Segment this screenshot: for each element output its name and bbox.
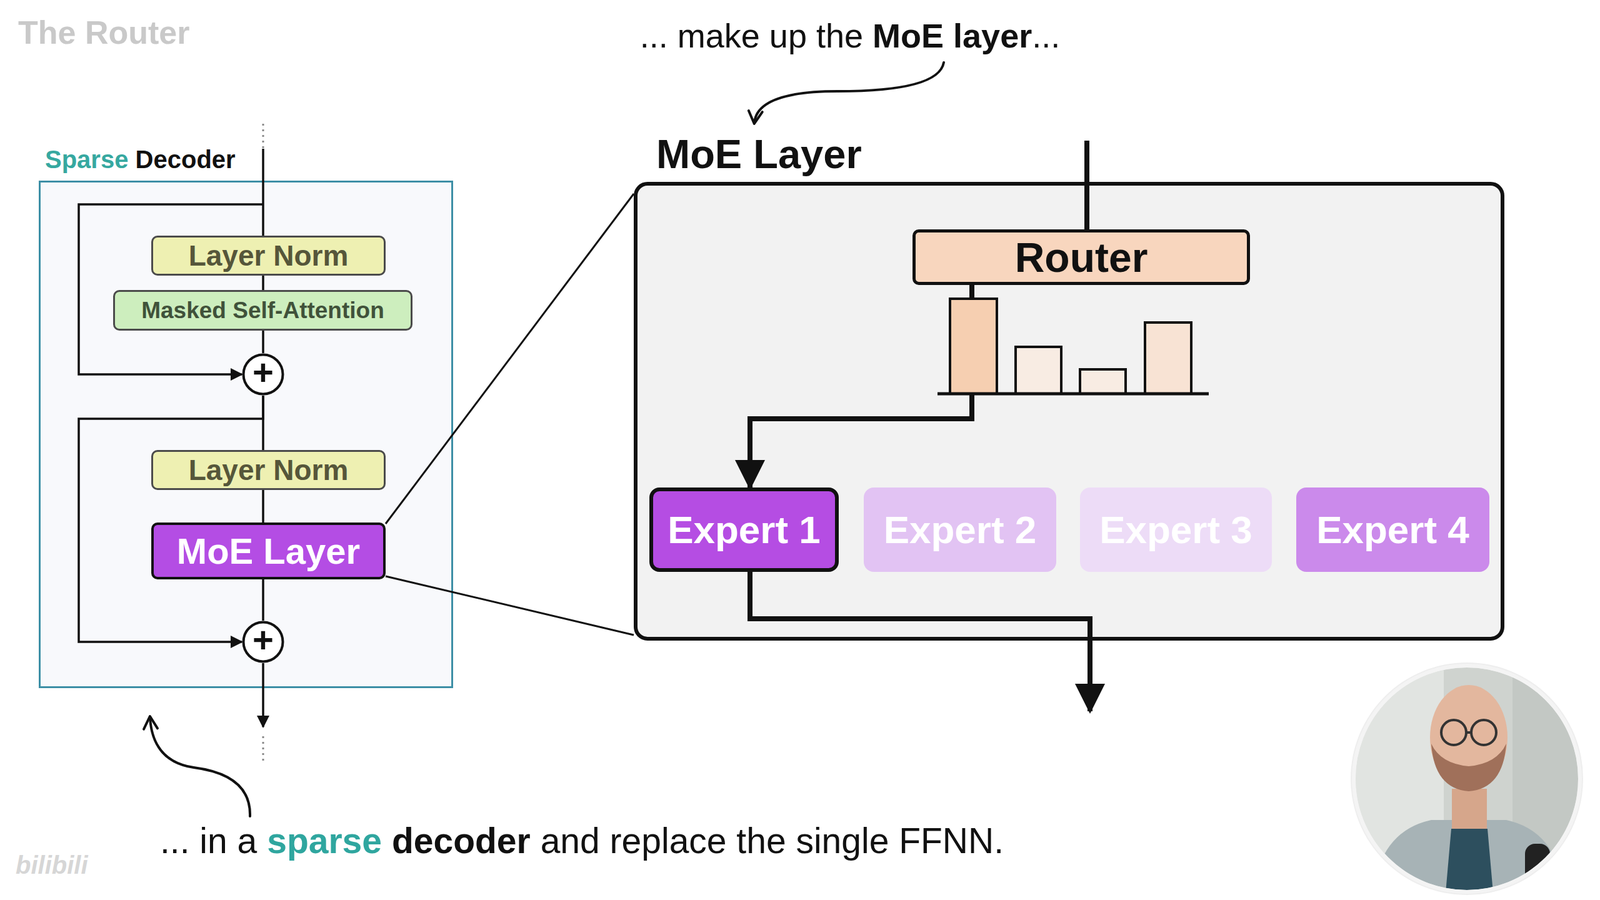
node-text: Expert 3	[1099, 507, 1253, 552]
heading-text: MoE Layer	[656, 130, 862, 178]
slide-title: The Router	[18, 13, 190, 52]
callout-arrow	[754, 62, 944, 123]
expert-box: Expert 2	[863, 487, 1057, 572]
dotted-output	[262, 736, 265, 762]
circle-shape	[243, 355, 284, 395]
add-circle: +	[241, 353, 285, 396]
watermark: bilibili	[15, 851, 89, 880]
text-row: bilibili	[15, 851, 89, 880]
circle-shape	[243, 622, 284, 662]
annotation-text: ... in a	[160, 820, 257, 862]
moe-layer-panel: MoE LayerRouterExpert 1Expert 2Expert 3E…	[633, 181, 1505, 641]
node-text: MoE Layer	[176, 530, 360, 572]
node-text: Layer Norm	[188, 453, 349, 487]
node-text: Expert 2	[883, 507, 1037, 552]
node-text: Router	[1015, 233, 1149, 282]
heading-row: MoE Layer	[656, 130, 862, 178]
expert-box: Expert 3	[1080, 487, 1272, 572]
expert-box: Expert 4	[1296, 487, 1490, 572]
node-text: Expert 1	[667, 507, 821, 552]
annotation-text: MoE layer	[872, 16, 1032, 55]
heading-text: Decoder	[135, 145, 236, 174]
node-text: Expert 4	[1316, 507, 1470, 552]
layer-norm-box: Layer Norm	[151, 235, 386, 276]
heading-text: Sparse	[45, 145, 129, 174]
decoder-block: SparseDecoderLayer NormMasked Self-Atten…	[38, 180, 454, 689]
node-text: +	[252, 621, 274, 659]
dotted-input	[262, 123, 265, 149]
heading-row: SparseDecoder	[45, 145, 236, 174]
annotation-text: ... make up the	[640, 16, 864, 55]
callout-arrow	[150, 717, 250, 817]
webcam-video	[1350, 662, 1588, 900]
node-text: +	[252, 354, 274, 391]
annotation-text: and replace the single FFNN.	[540, 820, 1004, 862]
annotation-text: sparse	[266, 820, 382, 862]
moe-layer-box: MoE Layer	[151, 522, 386, 580]
text-row: ... in asparsedecoderand replace the sin…	[160, 820, 1004, 862]
annotation-text: decoder	[391, 820, 531, 862]
expert-box: Expert 1	[649, 487, 839, 572]
router-box: Router	[912, 229, 1250, 285]
add-circle: +	[241, 620, 285, 664]
node-text: Masked Self-Attention	[141, 297, 385, 324]
layer-norm-box: Layer Norm	[151, 450, 386, 490]
node-text: Layer Norm	[188, 238, 349, 273]
annotation-text: ...	[1031, 16, 1060, 55]
text-row: ... make up theMoE layer...	[640, 16, 1060, 55]
attention-box: Masked Self-Attention	[113, 290, 413, 331]
